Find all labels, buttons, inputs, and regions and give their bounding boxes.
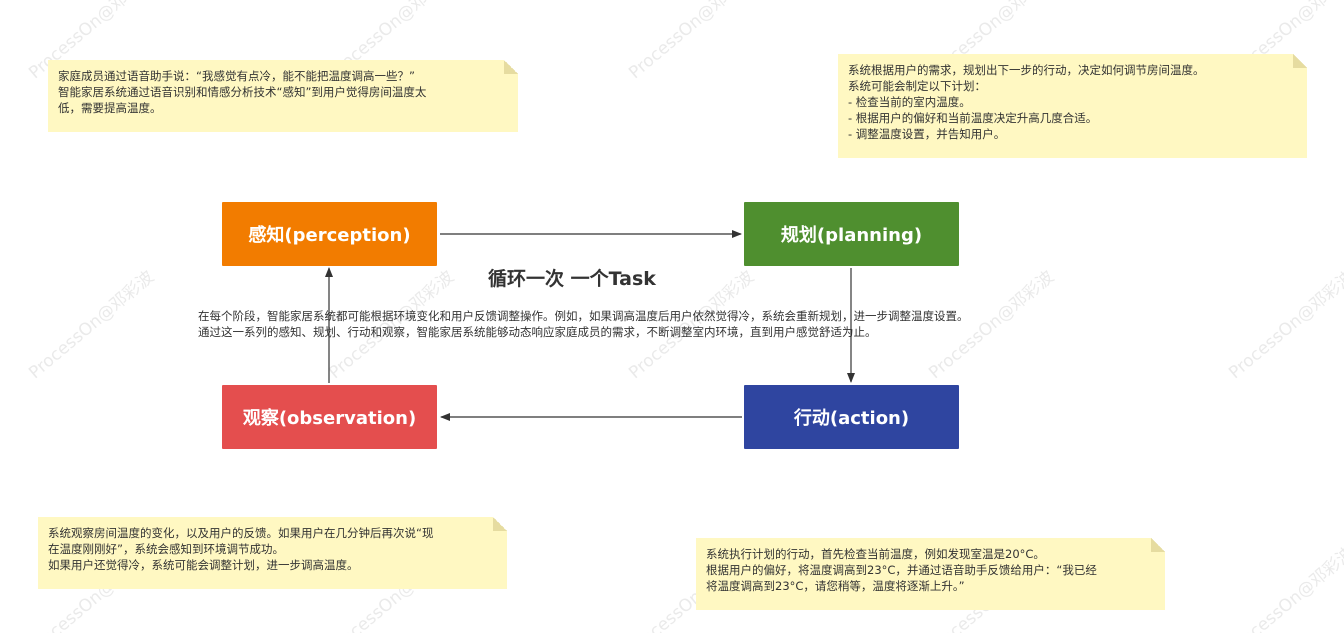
note-line: - 检查当前的室内温度。 xyxy=(848,95,971,109)
node-observation[interactable]: 观察(observation) xyxy=(222,385,437,449)
note-line: 家庭成员通过语音助手说：“我感觉有点冷，能不能把温度调高一些？” xyxy=(58,69,415,83)
note-perception[interactable]: 家庭成员通过语音助手说：“我感觉有点冷，能不能把温度调高一些？” 智能家居系统通… xyxy=(48,60,518,132)
note-planning[interactable]: 系统根据用户的需求，规划出下一步的行动，决定如何调节房间温度。 系统可能会制定以… xyxy=(838,54,1307,158)
note-line: 在温度刚刚好”，系统会感知到环境调节成功。 xyxy=(48,542,284,556)
note-line: 系统观察房间温度的变化，以及用户的反馈。如果用户在几分钟后再次说“现 xyxy=(48,526,434,540)
note-line: - 根据用户的偏好和当前温度决定升高几度合适。 xyxy=(848,111,1098,125)
node-planning[interactable]: 规划(planning) xyxy=(744,202,959,266)
cycle-description: 在每个阶段，智能家居系统都可能根据环境变化和用户反馈调整操作。例如，如果调高温度… xyxy=(198,308,969,340)
note-fold xyxy=(1151,538,1165,552)
note-fold xyxy=(504,60,518,74)
note-line: 如果用户还觉得冷，系统可能会调整计划，进一步调高温度。 xyxy=(48,558,359,572)
note-line: 系统可能会制定以下计划： xyxy=(848,79,986,93)
note-line: 智能家居系统通过语音识别和情感分析技术“感知”到用户觉得房间温度太 xyxy=(58,85,427,99)
node-perception[interactable]: 感知(perception) xyxy=(222,202,437,266)
cycle-title: 循环一次 一个Task xyxy=(488,268,656,290)
note-line: - 调整温度设置，并告知用户。 xyxy=(848,127,1006,141)
note-line: 根据用户的偏好，将温度调高到23°C，并通过语音助手反馈给用户：“我已经 xyxy=(706,563,1097,577)
note-fold xyxy=(493,517,507,531)
description-line: 在每个阶段，智能家居系统都可能根据环境变化和用户反馈调整操作。例如，如果调高温度… xyxy=(198,309,969,323)
note-line: 低，需要提高温度。 xyxy=(58,101,162,115)
node-action[interactable]: 行动(action) xyxy=(744,385,959,449)
note-observation[interactable]: 系统观察房间温度的变化，以及用户的反馈。如果用户在几分钟后再次说“现 在温度刚刚… xyxy=(38,517,507,589)
note-line: 系统执行计划的行动，首先检查当前温度，例如发现室温是20°C。 xyxy=(706,547,1045,561)
description-line: 通过这一系列的感知、规划、行动和观察，智能家居系统能够动态响应家庭成员的需求，不… xyxy=(198,325,877,339)
note-line: 系统根据用户的需求，规划出下一步的行动，决定如何调节房间温度。 xyxy=(848,63,1205,77)
note-action[interactable]: 系统执行计划的行动，首先检查当前温度，例如发现室温是20°C。 根据用户的偏好，… xyxy=(696,538,1165,610)
note-fold xyxy=(1293,54,1307,68)
note-line: 将温度调高到23°C，请您稍等，温度将逐渐上升。” xyxy=(706,579,965,593)
